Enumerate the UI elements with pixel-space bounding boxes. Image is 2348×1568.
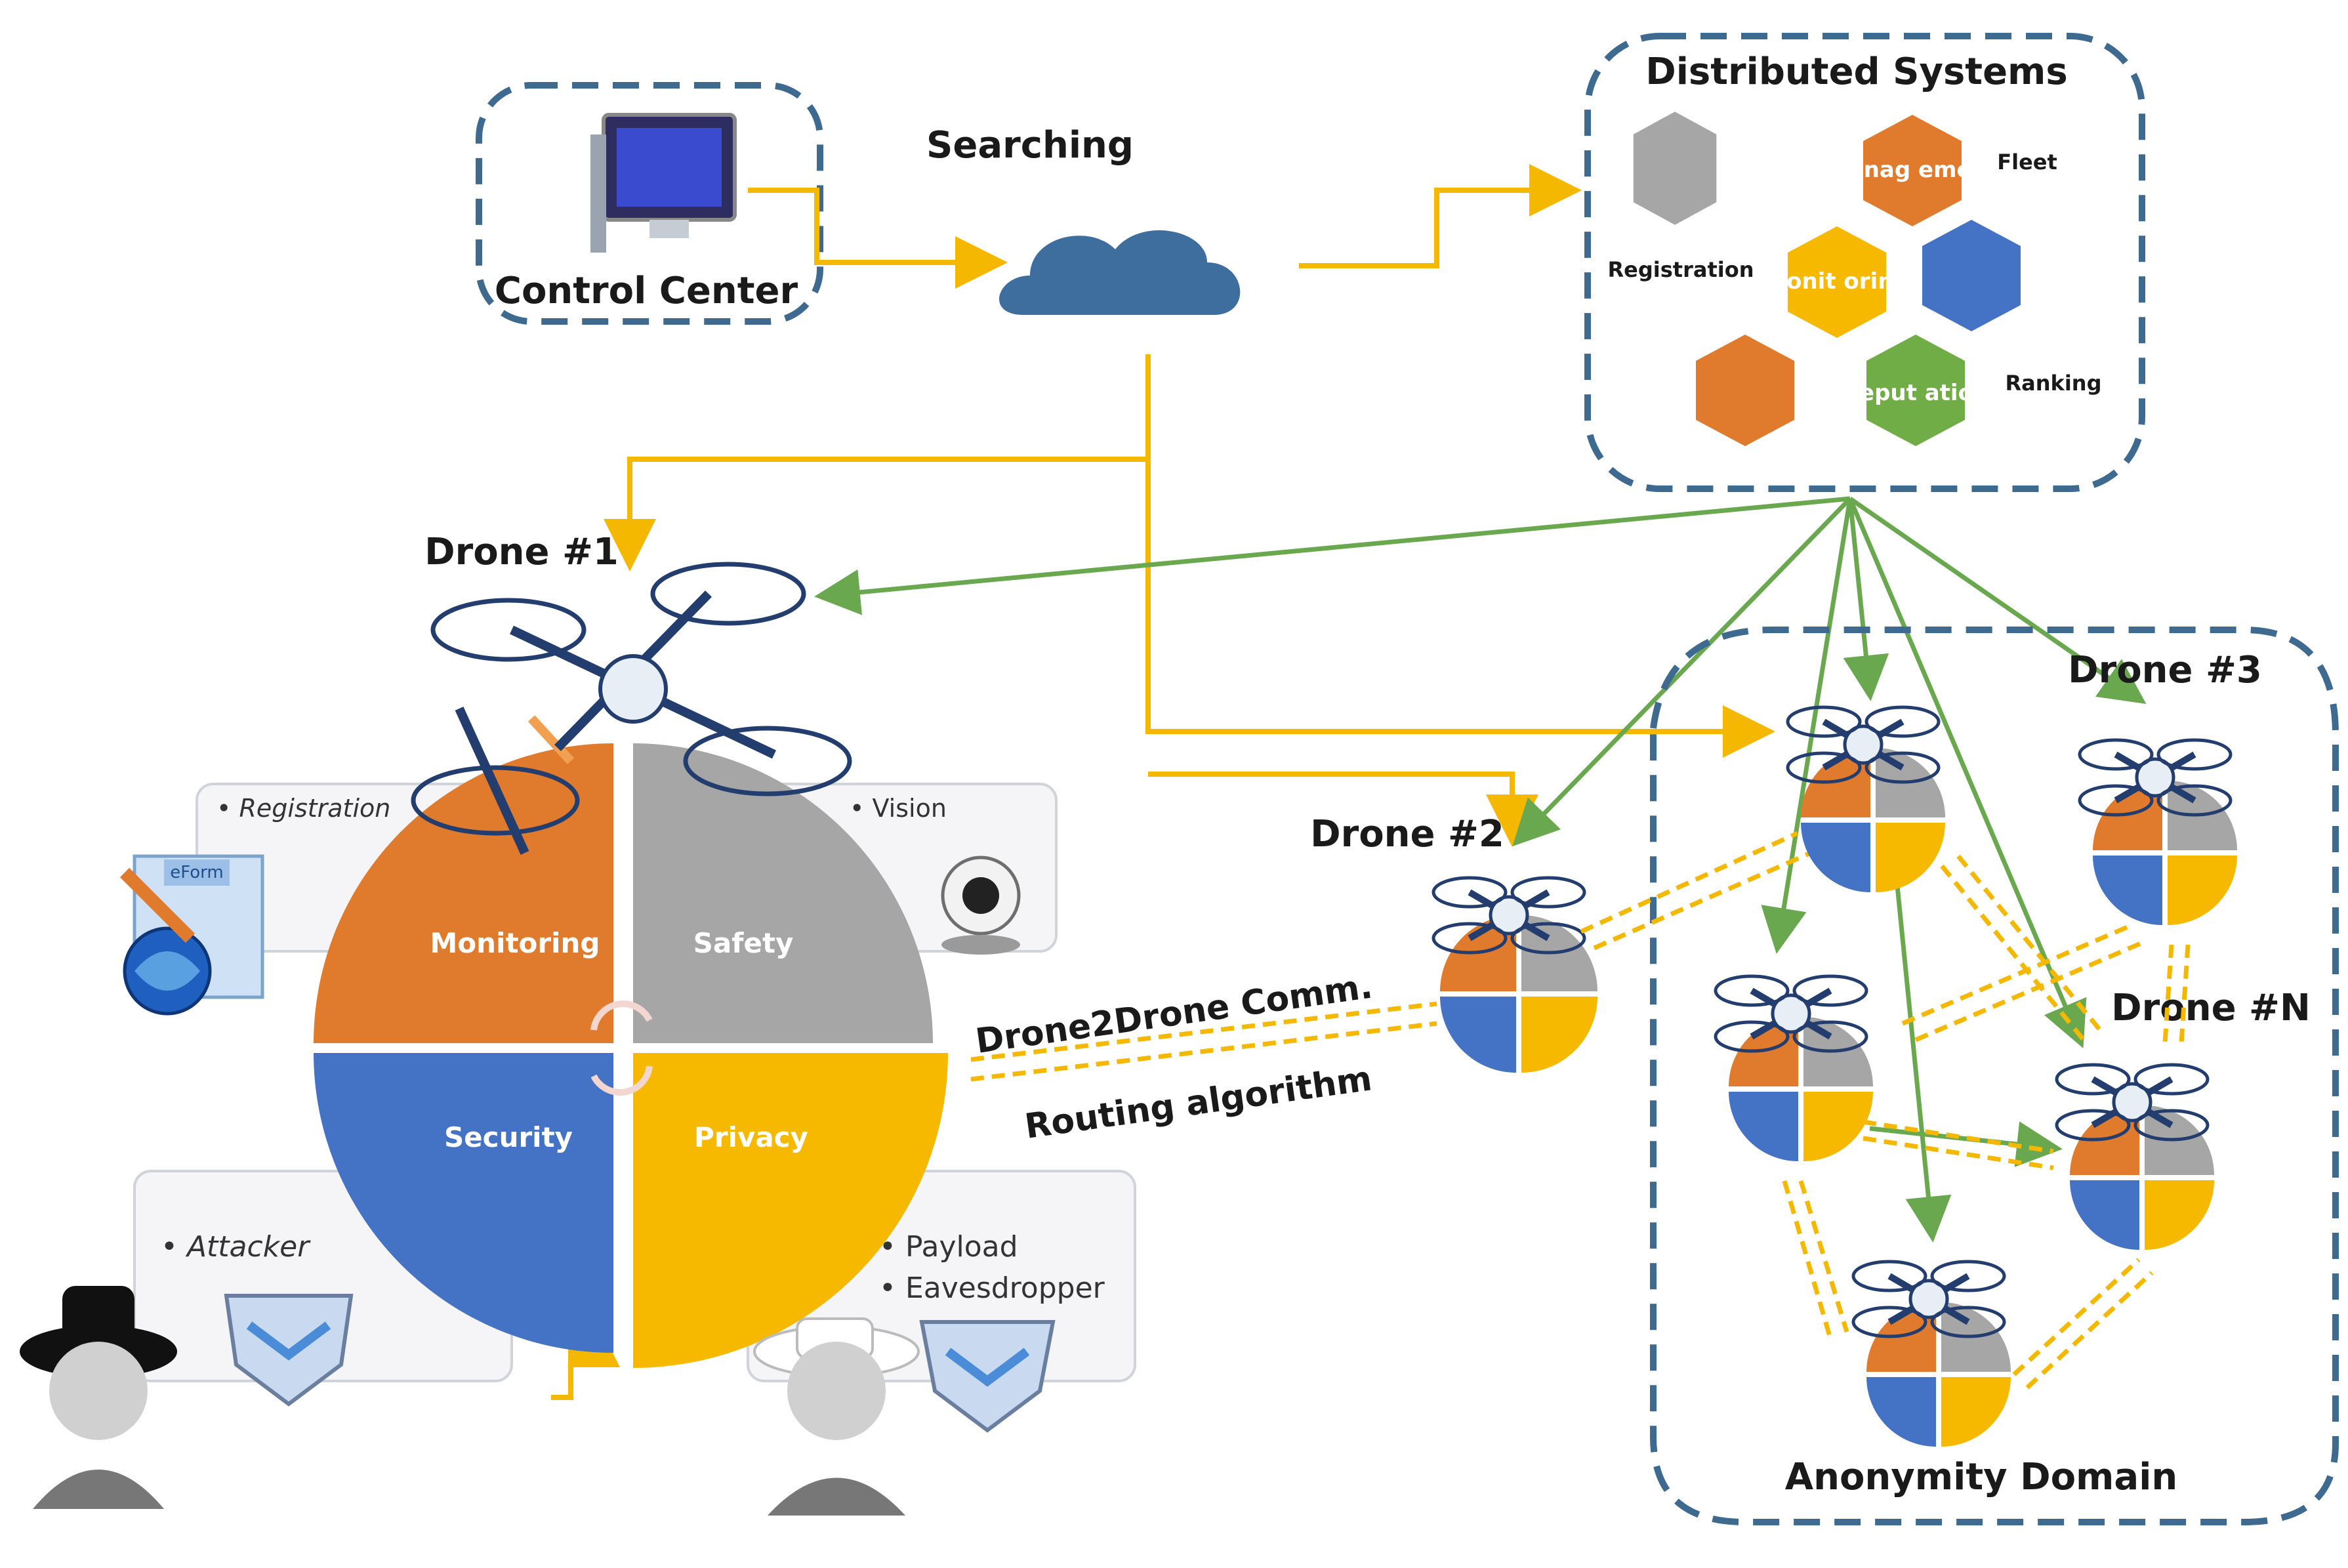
quadrant-safety <box>633 743 933 1043</box>
eavesdropper-white-hat-icon <box>753 1317 920 1516</box>
card-vision-text: • Vision <box>850 794 947 823</box>
yellow-flow-arrows <box>551 164 1775 1400</box>
arrow-cc-to-cloud <box>748 188 1008 289</box>
quadrant-chart: Monitoring Safety Security Privacy <box>314 743 948 1368</box>
hex-reputation-label: Reput ation <box>1842 380 1989 406</box>
hex-monitoring <box>1788 226 1886 338</box>
arrow-to-drone2 <box>1148 772 1538 847</box>
drone1-label: Drone #1 <box>424 531 619 573</box>
green-to-drone2 <box>1512 497 1852 847</box>
green-to-droneN <box>1847 497 2087 1048</box>
attacker-black-hat-icon <box>20 1286 177 1509</box>
ranking-label: Ranking <box>2006 371 2102 396</box>
domain-drone-top <box>1788 707 1945 892</box>
shield-icon-right <box>919 1320 1056 1433</box>
card-eavesdropper-text: • Eavesdropper <box>879 1271 1105 1305</box>
drone2-pie <box>1440 915 1597 1073</box>
routing-algorithm-label: Routing algorithm <box>1022 1059 1374 1147</box>
hex-blue <box>1922 220 2021 331</box>
drone2-node: Drone #2 <box>1310 813 1597 1073</box>
green-to-mid-left <box>1761 498 1853 954</box>
distributed-systems-title: Distributed Systems <box>1645 51 2067 93</box>
green-arrows <box>814 496 2147 1243</box>
hex-orange-bottom <box>1696 335 1794 446</box>
drone1-node: Drone #1 • Registration • Vision • Attac… <box>20 531 1136 1516</box>
drone3-unit <box>2080 740 2237 925</box>
hex-monitoring-label: Monit oring <box>1764 268 1909 295</box>
cycle-arrows-icon <box>590 1001 653 1096</box>
control-center-node: Control Center <box>476 82 823 325</box>
searching-node: Searching <box>926 124 1241 315</box>
anonymity-domain: Anonymity Domain Drone #3 Drone #N <box>1580 627 2339 1525</box>
droneN-pie <box>2070 1105 2214 1250</box>
d2d-arrow-upper <box>970 1001 1437 1062</box>
arrow-cloud-to-drone1 <box>604 354 1151 571</box>
drone2-label: Drone #2 <box>1310 813 1504 856</box>
domain-dashed-links <box>1580 831 2191 1390</box>
quadrant-safety-label: Safety <box>693 927 794 959</box>
domain-drone-mid <box>1716 976 1873 1161</box>
shield-icon-left <box>224 1294 354 1407</box>
domain-drone-mid-pie <box>1729 1017 1873 1161</box>
computer-monitor-icon <box>590 113 737 253</box>
domain-drone-bottom <box>1853 1262 2011 1447</box>
fleet-label: Fleet <box>1997 150 2057 175</box>
green-to-bottom <box>1893 872 1952 1243</box>
quadrant-security <box>314 1053 613 1353</box>
droneN-unit <box>2057 1065 2214 1250</box>
card-attacker-text: • Attacker <box>161 1230 311 1264</box>
green-to-domain-top <box>1843 498 1889 701</box>
quadrant-security-label: Security <box>444 1121 573 1153</box>
quadrant-monitoring-label: Monitoring <box>430 927 600 959</box>
green-mid-to-droneN <box>1869 1121 2063 1167</box>
cloud-icon <box>999 230 1241 315</box>
droneN-label: Drone #N <box>2111 987 2311 1029</box>
control-center-label: Control Center <box>495 270 798 312</box>
green-to-drone3 <box>1849 497 2147 704</box>
anonymity-domain-label: Anonymity Domain <box>1785 1456 2178 1498</box>
green-to-drone1 <box>814 496 1851 615</box>
d2d-comm-label: Drone2Drone Comm. <box>973 967 1374 1062</box>
arrow-cloud-to-domain <box>1145 459 1775 758</box>
distributed-systems-node: Distributed Systems Manag ement Monit or… <box>1584 33 2145 492</box>
hex-management-label: Manag ement <box>1826 157 1998 183</box>
d2d-comm: Drone2Drone Comm. Routing algorithm <box>970 967 1437 1147</box>
d2d-arrow-lower <box>970 1021 1437 1082</box>
card-payload-text: • Payload <box>879 1230 1018 1264</box>
drone3-label: Drone #3 <box>2068 649 2262 691</box>
eform-icon: eForm <box>119 854 264 1016</box>
arrow-cloud-to-ds <box>1299 164 1582 268</box>
webcam-icon <box>941 856 1021 955</box>
drone1-quadcopter-icon <box>411 562 852 855</box>
domain-drone-bottom-pie <box>1866 1302 2011 1447</box>
hex-management <box>1863 115 1962 226</box>
quadrant-monitoring <box>314 743 613 1043</box>
eform-icon-text: eForm <box>170 863 224 882</box>
hex-gray <box>1633 112 1717 225</box>
hex-reputation <box>1866 335 1965 446</box>
registration-label: Registration <box>1608 257 1754 282</box>
domain-drone-top-pie <box>1801 748 1945 892</box>
card-registration-text: • Registration <box>216 794 390 823</box>
searching-label: Searching <box>926 124 1134 167</box>
quadrant-privacy <box>633 1053 948 1368</box>
quadrant-privacy-label: Privacy <box>694 1121 808 1153</box>
drone3-pie <box>2093 781 2237 925</box>
